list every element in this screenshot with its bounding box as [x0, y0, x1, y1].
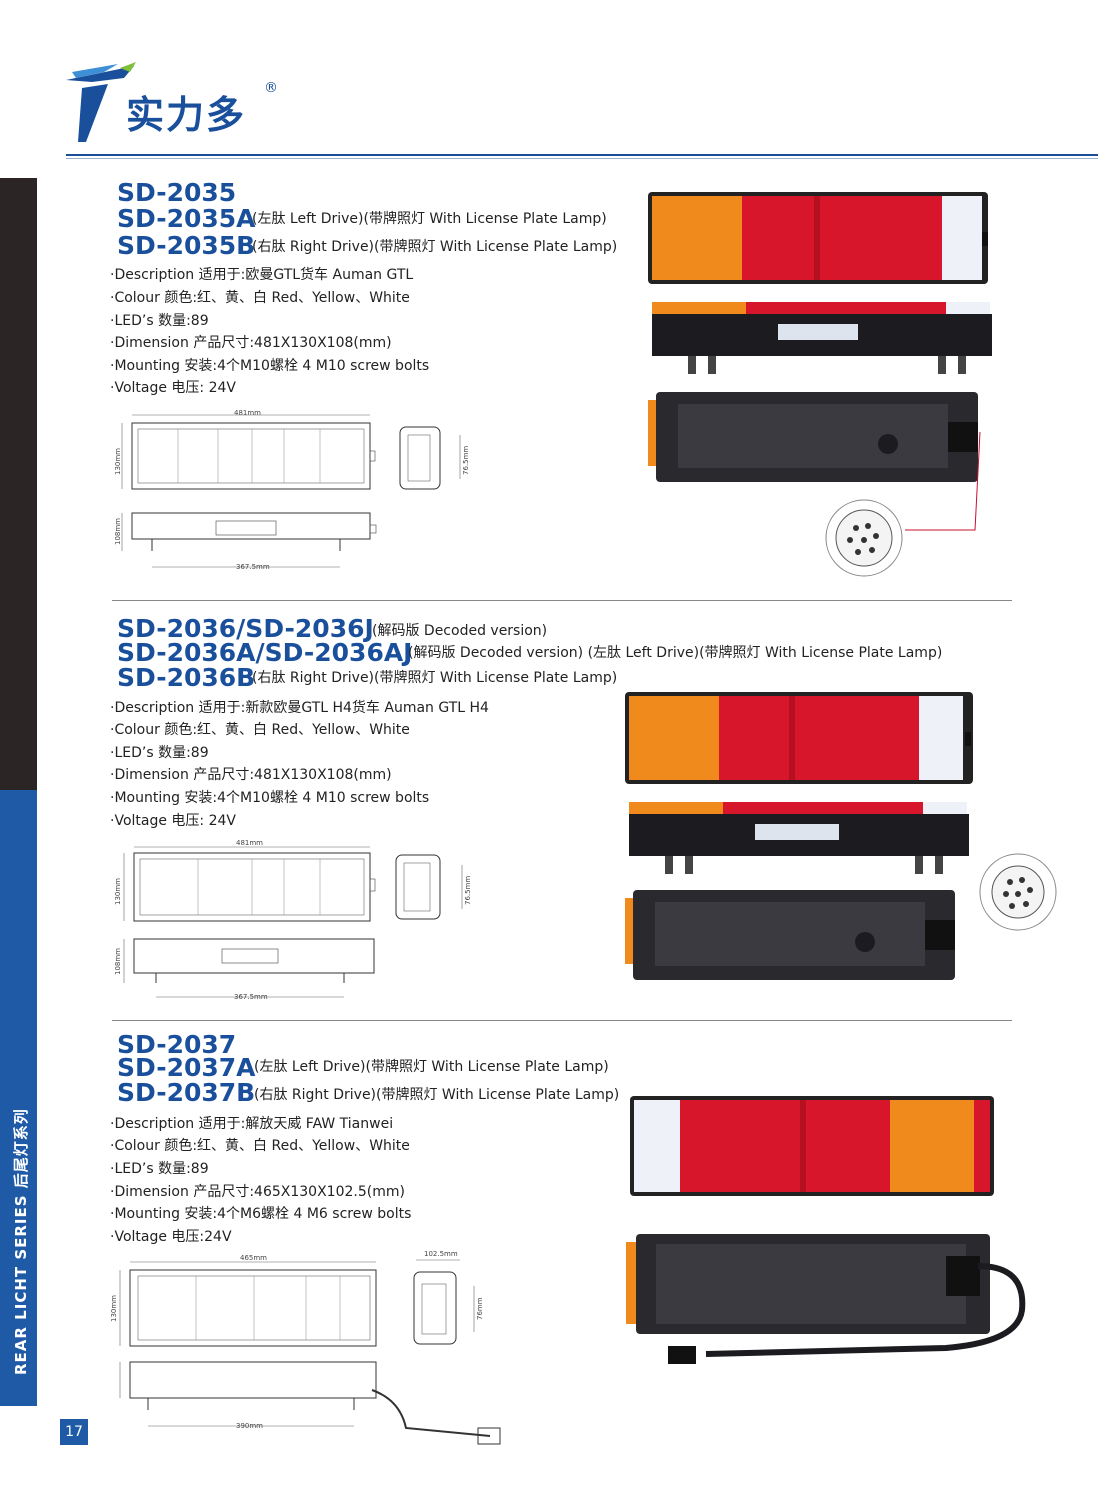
spec-line: ·Colour 颜色:红、黄、白 Red、Yellow、White: [110, 1138, 410, 1154]
model-code: SD-2035B: [117, 231, 256, 260]
spec-line: ·Voltage 电压: 24V: [110, 380, 236, 396]
drawing-lines: [123, 846, 463, 998]
dim-height: 130mm: [114, 878, 122, 905]
lamp-front-photo: [625, 692, 973, 784]
model-note: (右肽 Right Drive)(带牌照灯 With License Plate…: [254, 1087, 620, 1103]
lamp-back-photo: [648, 392, 998, 484]
spec-line: ·Description 适用于:欧曼GTL货车 Auman GTL: [110, 267, 414, 283]
model-code: SD-2036B: [117, 663, 256, 692]
spec-line: ·Mounting 安装:4个M6螺栓 4 M6 screw bolts: [110, 1206, 412, 1222]
sidebar-series-label: REAR LICHT SERIES 后尾灯系列: [12, 1108, 30, 1375]
lamp-front-photo: [630, 1096, 994, 1196]
model-note: (右肽 Right Drive)(带牌照灯 With License Plate…: [252, 239, 618, 255]
technical-drawing: 481mm 130mm 76.5mm 108mm 367.5mm: [112, 405, 492, 580]
spec-line: ·Description 适用于:解放天威 FAW Tianwei: [110, 1116, 394, 1132]
dim-side: 76mm: [476, 1297, 484, 1320]
dim-width: 481mm: [234, 409, 261, 417]
connector-detail-photo: [978, 852, 1058, 932]
spec-line: ·Voltage 电压:24V: [110, 1229, 232, 1245]
registered-mark: ®: [264, 80, 278, 96]
lamp-top-photo: [625, 800, 975, 880]
dim-mount: 390mm: [236, 1422, 263, 1430]
callout-line: [905, 431, 981, 531]
spec-line: ·LED’s 数量:89: [110, 1161, 209, 1177]
header-rule-thin: [66, 158, 1098, 159]
model-note: (右肽 Right Drive)(带牌照灯 With License Plate…: [252, 670, 618, 686]
spec-line: ·LED’s 数量:89: [110, 745, 209, 761]
dim-side: 76.5mm: [462, 445, 470, 475]
technical-drawing: 465mm 102.5mm 130mm 76mm 390mm: [110, 1250, 510, 1450]
dim-depth: 108mm: [114, 518, 122, 545]
model-note: (左肽 Left Drive)(带牌照灯 With License Plate …: [254, 1059, 609, 1075]
model-code: SD-2037B: [117, 1078, 256, 1107]
spec-line: ·Colour 颜色:红、黄、白 Red、Yellow、White: [110, 722, 410, 738]
spec-line: ·Voltage 电压: 24V: [110, 813, 236, 829]
spec-line: ·Dimension 产品尺寸:465X130X102.5(mm): [110, 1184, 405, 1200]
spec-line: ·Mounting 安装:4个M10螺栓 4 M10 screw bolts: [110, 790, 430, 806]
lamp-top-photo: [648, 300, 998, 380]
connector-detail-photo: [820, 498, 908, 578]
dim-depth: 108mm: [114, 948, 122, 975]
model-code: SD-2035A: [117, 204, 256, 233]
spec-line: ·Dimension 产品尺寸:481X130X108(mm): [110, 335, 392, 351]
spec-line: ·Mounting 安装:4个M10螺栓 4 M10 screw bolts: [110, 358, 430, 374]
spec-line: ·LED’s 数量:89: [110, 313, 209, 329]
dim-mount: 367.5mm: [236, 563, 270, 571]
spec-line: ·Description 适用于:新款欧曼GTL H4货车 Auman GTL …: [110, 700, 489, 716]
dim-width: 481mm: [236, 839, 263, 847]
header-rule: [66, 154, 1098, 156]
model-note: (左肽 Left Drive)(带牌照灯 With License Plate …: [252, 211, 607, 227]
section-divider: [112, 600, 1012, 601]
spec-line: ·Colour 颜色:红、黄、白 Red、Yellow、White: [110, 290, 410, 306]
model-code: SD-2036/SD-2036J: [117, 614, 374, 643]
dim-side: 76.5mm: [464, 875, 472, 905]
brand-logo: 实力多 ®: [64, 58, 304, 144]
dim-width: 465mm: [240, 1254, 267, 1262]
logo-swoosh-icon: [66, 62, 136, 142]
dim-mount: 367.5mm: [234, 993, 268, 1001]
drawing-lines: [119, 1259, 501, 1445]
model-code: SD-2036A/SD-2036AJ: [117, 638, 413, 667]
lamp-back-photo: [625, 890, 975, 982]
model-note: (解码版 Decoded version) (左肽 Left Drive)(带牌…: [408, 645, 943, 661]
page-number: 17: [60, 1419, 88, 1445]
spec-line: ·Dimension 产品尺寸:481X130X108(mm): [110, 767, 392, 783]
brand-name: 实力多: [126, 93, 247, 137]
section-divider: [112, 1020, 1012, 1021]
model-code: SD-2035: [117, 178, 237, 207]
drawing-lines: [121, 414, 461, 568]
model-code: SD-2037: [117, 1030, 237, 1059]
lamp-front-photo: [648, 192, 988, 284]
model-code: SD-2037A: [117, 1053, 256, 1082]
lamp-back-photo: [626, 1230, 1046, 1370]
technical-drawing: 481mm 130mm 76.5mm 108mm 367.5mm: [112, 835, 492, 1010]
sidebar-dark-band: [0, 178, 37, 790]
dim-depth-top: 102.5mm: [424, 1250, 458, 1258]
sidebar-blue-band: [0, 790, 37, 1406]
dim-height: 130mm: [110, 1295, 118, 1322]
model-note: (解码版 Decoded version): [372, 623, 548, 639]
dim-height: 130mm: [114, 448, 122, 475]
